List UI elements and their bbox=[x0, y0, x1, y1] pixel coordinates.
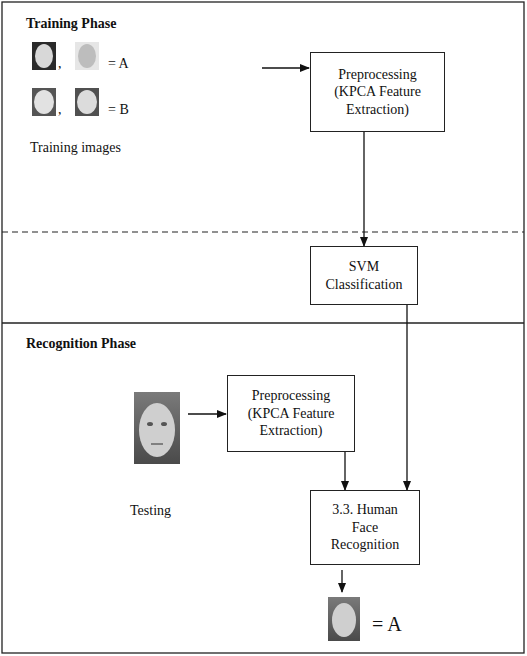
box-text: Preprocessing (KPCA Feature Extraction) bbox=[319, 66, 436, 119]
flow-arrow bbox=[344, 452, 345, 490]
output-arrow bbox=[341, 570, 342, 592]
text-label: = A bbox=[372, 612, 402, 636]
text-label: = A bbox=[108, 56, 129, 73]
input-arrow bbox=[262, 67, 309, 68]
process-box: Preprocessing (KPCA Feature Extraction) bbox=[227, 375, 355, 452]
input-arrow bbox=[188, 413, 226, 414]
process-box: 3.3. Human Face Recognition bbox=[310, 490, 420, 565]
flow-arrow bbox=[363, 132, 364, 246]
flow-arrow bbox=[406, 305, 407, 490]
text-label: = B bbox=[108, 102, 129, 119]
text-label: Training Phase bbox=[26, 16, 116, 33]
text-label: , bbox=[58, 102, 62, 119]
phase-divider bbox=[2, 322, 524, 323]
dashed-divider bbox=[2, 231, 524, 232]
process-box: SVM Classification bbox=[310, 246, 418, 305]
text-label: , bbox=[58, 56, 62, 73]
box-text: 3.3. Human Face Recognition bbox=[319, 501, 411, 554]
face-image bbox=[32, 42, 99, 116]
text-label: Training images bbox=[30, 140, 121, 157]
box-text: Preprocessing (KPCA Feature Extraction) bbox=[236, 387, 346, 440]
process-box: Preprocessing (KPCA Feature Extraction) bbox=[310, 52, 445, 132]
text-label: Recognition Phase bbox=[26, 336, 136, 353]
face-image bbox=[328, 597, 360, 641]
box-text: SVM Classification bbox=[319, 258, 409, 293]
face-image bbox=[134, 392, 180, 464]
text-label: Testing bbox=[130, 503, 171, 520]
